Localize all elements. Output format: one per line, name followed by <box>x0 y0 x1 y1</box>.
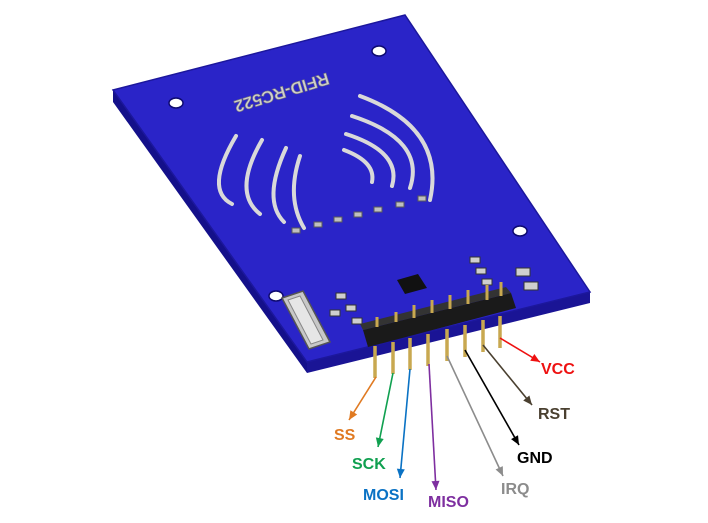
mounting-hole-tr <box>371 45 387 57</box>
arrowhead-irq <box>495 466 503 476</box>
leader-line-rst <box>482 344 533 406</box>
pin-label-miso: MISO <box>428 494 469 511</box>
arrowhead-sck <box>375 437 384 447</box>
board-edge <box>113 90 307 373</box>
mfrc522-chip <box>397 274 427 294</box>
rfid-board: RFID-RC522 <box>111 14 592 373</box>
crystal-oscillator <box>280 290 332 350</box>
pin-header-top <box>360 287 511 330</box>
pin-label-gnd: GND <box>517 450 553 467</box>
header-pins-upper <box>375 282 503 327</box>
pin-label-vcc: VCC <box>541 361 575 378</box>
smd-components-left <box>329 292 363 325</box>
mounting-hole-br <box>512 225 528 237</box>
arrowhead-rst <box>523 395 532 405</box>
antenna-coil-right <box>342 94 435 202</box>
mounting-hole-tl <box>168 97 184 109</box>
pin-label-irq: IRQ <box>501 481 529 498</box>
leader-line-miso <box>428 363 437 491</box>
leader-line-sck <box>377 372 394 448</box>
arrowhead-gnd <box>511 435 519 445</box>
leader-line-mosi <box>399 368 411 479</box>
header-pins-lower <box>373 316 502 378</box>
board-top <box>111 14 592 363</box>
leader-line-gnd <box>464 349 520 446</box>
mounting-hole-bl <box>268 290 284 302</box>
arrowhead-ss <box>349 410 358 420</box>
arrowhead-vcc <box>530 353 540 362</box>
pin-label-rst: RST <box>538 406 570 423</box>
pin-header-housing <box>363 293 516 347</box>
antenna-coil-left <box>217 134 306 230</box>
arrowhead-miso <box>431 480 440 490</box>
leader-line-irq <box>446 355 504 477</box>
pin-leader-lines <box>348 337 541 491</box>
arrowhead-mosi <box>396 468 405 478</box>
smd-components-right <box>469 256 539 291</box>
pin-label-mosi: MOSI <box>363 487 404 504</box>
pin-label-ss: SS <box>334 427 356 444</box>
smd-pads-row <box>291 195 427 234</box>
pin-labels: VCC RST GND IRQ MISO MOSI SCK SS <box>334 361 575 511</box>
pin-label-sck: SCK <box>352 456 386 473</box>
